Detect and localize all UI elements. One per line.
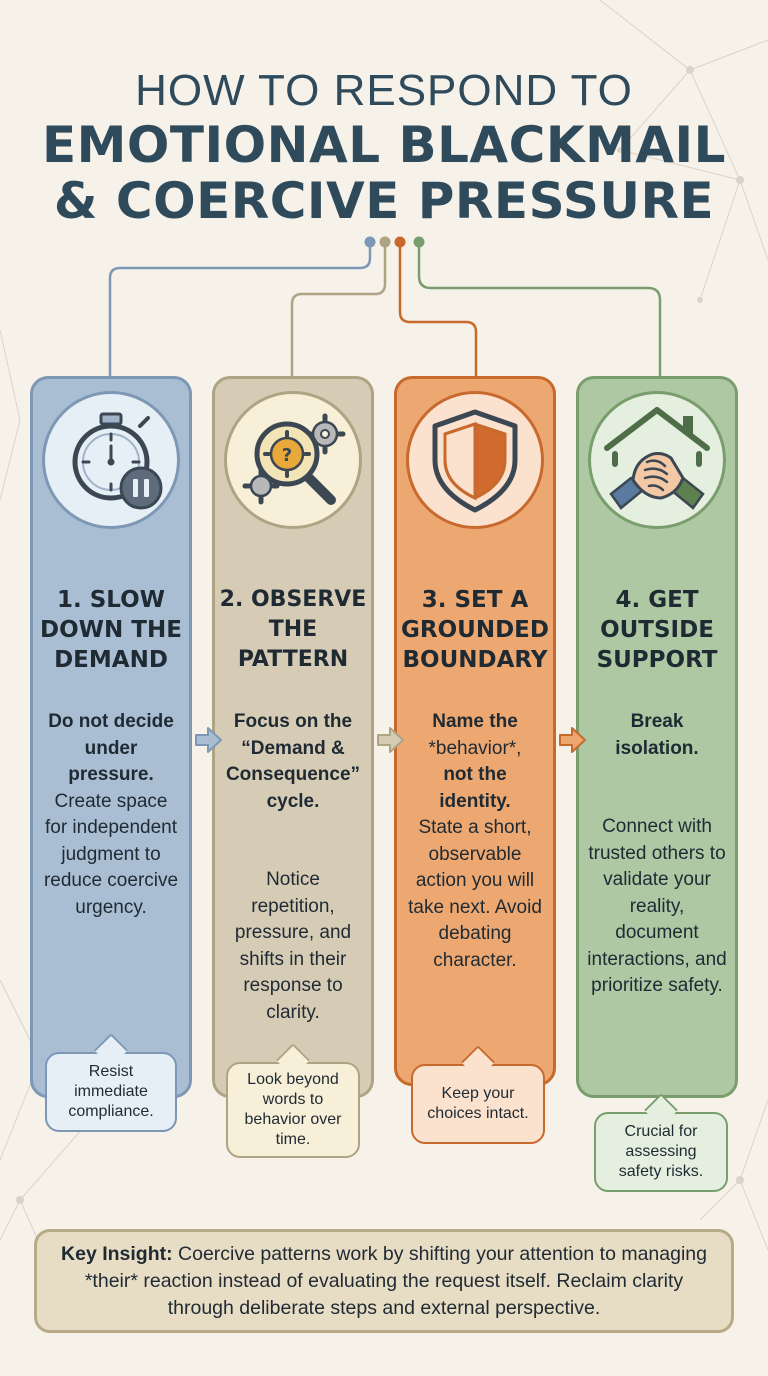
step-card-observe: ? 2. OBSERVE THE PATTERN Focus on the “D…: [212, 376, 374, 1098]
step-3-body: Name the *behavior*, not the identity. S…: [405, 709, 545, 974]
step-card-support: 4. GET OUTSIDE SUPPORT Break isolation. …: [576, 376, 738, 1098]
step-4-body: Break isolation. Connect with trusted ot…: [587, 709, 727, 1000]
svg-text:?: ?: [282, 445, 292, 466]
step-card-slow-down: 1. SLOW DOWN THE DEMAND Do not decide un…: [30, 376, 192, 1098]
magnifier-gears-icon: ?: [224, 391, 362, 529]
tip-bubble-4-text: Crucial for assessing safety risks.: [618, 1123, 704, 1180]
step-3-text: State a short, observable action you wil…: [408, 817, 542, 971]
page-title-line-2: EMOTIONAL BLACKMAIL: [42, 116, 726, 174]
tip-bubble-1-text: Resist immediate compliance.: [68, 1063, 154, 1120]
stopwatch-pause-icon: [42, 391, 180, 529]
step-3-lead-a: Name the: [432, 711, 518, 732]
key-insight-label: Key Insight:: [61, 1243, 173, 1265]
step-4-title: 4. GET OUTSIDE SUPPORT: [596, 587, 718, 673]
handshake-house-icon: [588, 391, 726, 529]
tip-bubble-3: Keep your choices intact.: [411, 1064, 545, 1144]
step-2-title: 2. OBSERVE THE PATTERN: [219, 587, 367, 672]
step-2-text: Notice repetition, pressure, and shifts …: [234, 869, 352, 1023]
arrow-right-icon: [559, 727, 586, 753]
connector-dot-tan: [379, 236, 391, 248]
tip-bubble-2: Look beyond words to behavior over time.: [226, 1062, 360, 1158]
connector-dot-green: [413, 236, 425, 248]
key-insight-text: Coercive patterns work by shifting your …: [84, 1243, 707, 1319]
tip-bubble-3-text: Keep your choices intact.: [427, 1085, 529, 1122]
step-4-lead: Break isolation.: [615, 711, 699, 759]
key-insight-box: Key Insight: Coercive patterns work by s…: [34, 1229, 734, 1333]
step-3-lead-b: *behavior*,: [428, 737, 522, 759]
tip-bubble-1: Resist immediate compliance.: [45, 1052, 177, 1132]
step-2-lead: Focus on the “Demand & Consequence” cycl…: [225, 711, 361, 812]
step-1-text: Create space for independent judgment to…: [43, 790, 179, 918]
connector-dot-orange: [394, 236, 406, 248]
step-3-lead-c: not the identity.: [439, 764, 511, 812]
page-title-line-3: & COERCIVE PRESSURE: [53, 172, 715, 230]
page-title-line-1: HOW TO RESPOND TO: [135, 66, 633, 115]
step-1-body: Do not decide under pressure. Create spa…: [41, 709, 181, 921]
step-2-body: Focus on the “Demand & Consequence” cycl…: [223, 709, 363, 1026]
step-1-lead: Do not decide under pressure.: [48, 711, 174, 785]
tip-bubble-2-text: Look beyond words to behavior over time.: [244, 1071, 342, 1148]
arrow-right-icon: [195, 727, 222, 753]
step-1-title: 1. SLOW DOWN THE DEMAND: [40, 587, 182, 673]
arrow-right-icon: [377, 727, 404, 753]
shield-icon: [406, 391, 544, 529]
step-card-boundary: 3. SET A GROUNDED BOUNDARY Name the *beh…: [394, 376, 556, 1086]
connector-dot-blue: [364, 236, 376, 248]
step-4-text: Connect with trusted others to validate …: [587, 816, 727, 996]
step-3-title: 3. SET A GROUNDED BOUNDARY: [401, 587, 549, 673]
tip-bubble-4: Crucial for assessing safety risks.: [594, 1112, 728, 1192]
